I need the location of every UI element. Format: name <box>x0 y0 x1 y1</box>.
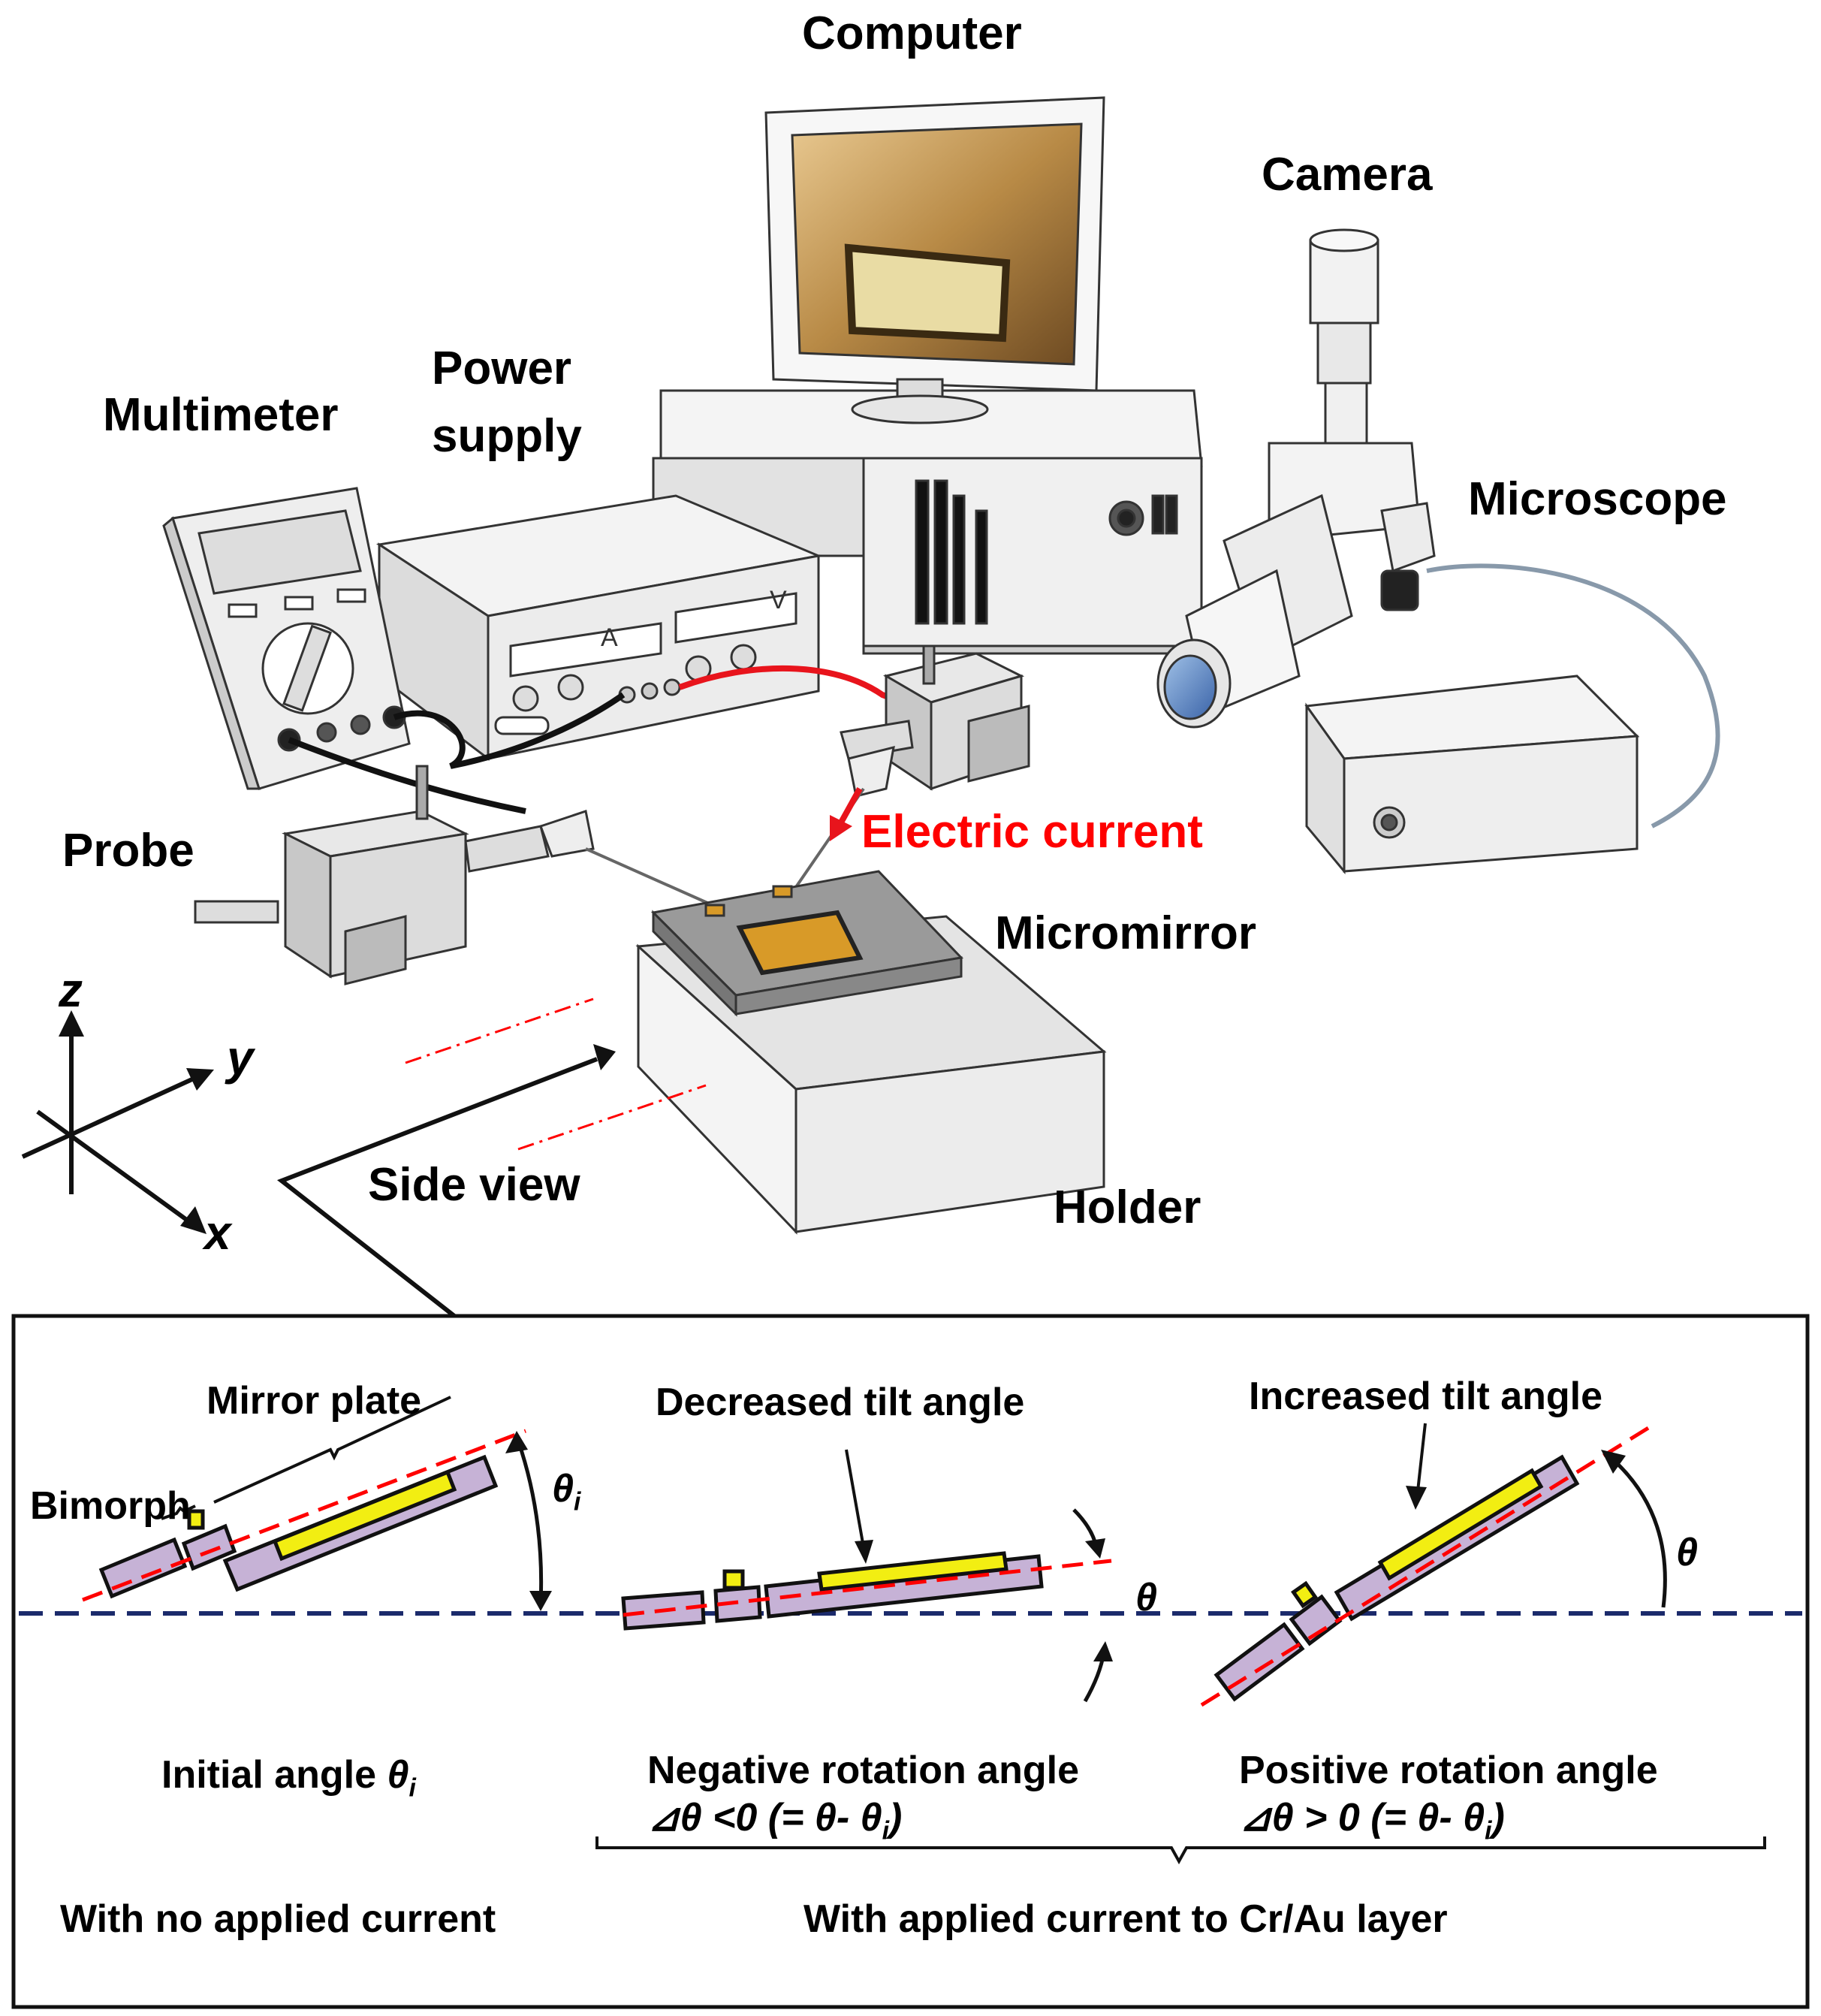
label-supply: supply <box>432 410 582 462</box>
computer-monitor <box>764 96 1105 424</box>
mirror-plate-brace <box>213 1396 451 1504</box>
theta-arrowhead-decreased-bottom <box>1093 1641 1113 1661</box>
psu-ammeter-symbol: A <box>601 623 618 652</box>
side-view-arrowhead <box>593 1044 616 1070</box>
label-probe: Probe <box>62 825 194 877</box>
bimorph-brace <box>161 1504 196 1520</box>
label-no-applied-current: With no applied current <box>60 1897 496 1941</box>
mirror-initial <box>82 1429 526 1602</box>
label-theta-i: θi <box>552 1467 581 1517</box>
label-increased-tilt: Increased tilt angle <box>1249 1375 1603 1418</box>
theta-arrowhead-increased <box>1601 1450 1626 1474</box>
micromirror-chip <box>650 870 964 1017</box>
label-positive-formula: ⊿θ > 0 (= θ- θi) <box>1239 1796 1505 1845</box>
label-theta-increased: θ <box>1676 1531 1698 1574</box>
label-electric-current: Electric current <box>861 806 1203 858</box>
theta-arrowhead-decreased-top <box>1085 1538 1105 1559</box>
axis-label-x: x <box>204 1206 231 1260</box>
theta-i-arrowhead-top <box>505 1431 528 1453</box>
label-computer: Computer <box>802 8 1022 59</box>
label-side-view: Side view <box>368 1159 580 1211</box>
decreased-tilt-arrow <box>845 1449 873 1564</box>
side-view-panel <box>11 1314 1810 2009</box>
label-micromirror: Micromirror <box>995 907 1256 959</box>
psu-voltmeter-symbol: V <box>770 586 787 614</box>
axis-label-z: z <box>59 963 83 1017</box>
label-microscope: Microscope <box>1468 473 1727 525</box>
probe-stage-left <box>194 765 722 985</box>
probe-wire <box>288 737 526 814</box>
rotation-axis-dashes <box>405 997 707 1151</box>
label-decreased-tilt: Decreased tilt angle <box>656 1381 1025 1424</box>
mirror-decreased <box>621 1551 1112 1631</box>
label-negative-formula: ⊿θ <0 (= θ- θi) <box>647 1796 903 1845</box>
side-view-arrow <box>276 1057 598 1318</box>
label-initial-angle: Initial angle θi <box>161 1753 416 1803</box>
label-positive-rotation: Positive rotation angle <box>1239 1749 1658 1792</box>
applied-current-brace <box>595 1836 1766 1865</box>
current-arrow <box>830 787 863 841</box>
mirror-increased <box>1200 1423 1654 1707</box>
label-power: Power <box>432 343 572 394</box>
power-supply <box>375 494 823 762</box>
increased-tilt-arrow <box>1406 1423 1427 1510</box>
label-theta-decreased: θ <box>1135 1576 1157 1619</box>
axis-label-y: y <box>227 1031 254 1085</box>
black-wire <box>393 692 626 769</box>
label-camera: Camera <box>1262 149 1433 201</box>
theta-i-arrow <box>516 1440 544 1604</box>
label-multimeter: Multimeter <box>103 389 339 441</box>
theta-i-arrowhead-bottom <box>529 1591 552 1611</box>
theta-arrow-increased <box>1613 1459 1667 1608</box>
multimeter <box>162 487 411 790</box>
label-holder: Holder <box>1054 1182 1201 1233</box>
label-applied-current: With applied current to Cr/Au layer <box>803 1897 1448 1941</box>
microscope <box>1156 228 1720 875</box>
label-mirror-plate: Mirror plate <box>207 1379 422 1423</box>
current-wire <box>678 665 914 709</box>
label-negative-rotation: Negative rotation angle <box>647 1749 1079 1792</box>
label-bimorph: Bimorph <box>30 1484 191 1528</box>
coordinate-axes <box>21 1010 214 1234</box>
probe-stage-right <box>779 644 1030 910</box>
